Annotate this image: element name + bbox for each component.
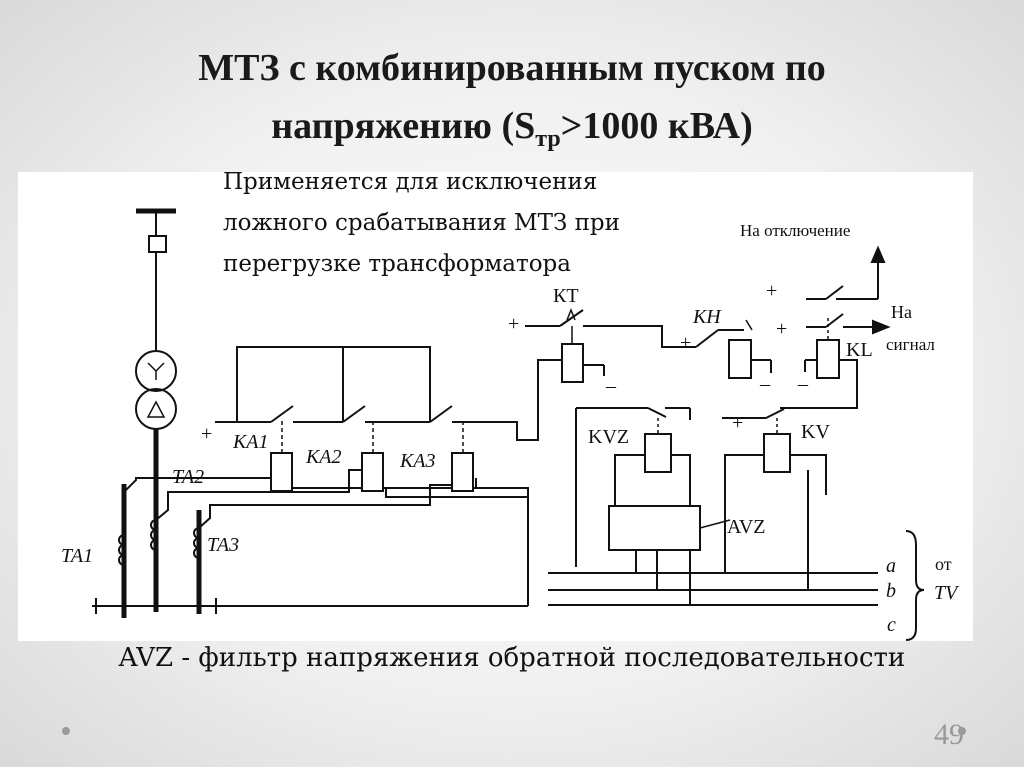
page-number: 49: [934, 718, 964, 751]
breaker-symbol: [148, 235, 167, 253]
decor-dot-left: [62, 727, 70, 735]
ka1-label: КА1: [232, 431, 269, 453]
relay-ka3: [451, 452, 474, 492]
ta2-coil: [150, 519, 157, 551]
from-tv-label-2: TV: [934, 582, 960, 604]
kv-label: KV: [801, 421, 830, 443]
minus-sign: –: [759, 373, 771, 395]
relay-ka2: [361, 452, 384, 492]
ka2-label: КА2: [305, 446, 342, 468]
avz-label: AVZ: [727, 516, 766, 538]
busbar: [136, 208, 176, 236]
minus-sign: –: [797, 373, 809, 395]
plus-sign: +: [776, 318, 787, 340]
trip-label: На отключение: [740, 221, 850, 240]
slide-title-line-2: напряжению (Sтр>1000 кВА): [271, 105, 753, 152]
ta1-label: ТА1: [61, 545, 93, 567]
plus-sign: +: [680, 332, 691, 354]
note-text: Применяется для исключения ложного сраба…: [223, 169, 620, 277]
relay-kv: [763, 433, 791, 473]
circuit-diagram-panel: На отключение На сигнал КТ КН KL KVZ KV …: [18, 172, 973, 641]
plus-sign: +: [732, 412, 743, 434]
phase-b-label: b: [886, 580, 896, 602]
signal-label-1: На: [891, 302, 912, 322]
relay-ka1: [270, 452, 293, 492]
kl-label: KL: [846, 339, 873, 361]
phase-a-label: a: [886, 555, 896, 577]
relay-kl: [816, 339, 840, 379]
ka3-label: КА3: [399, 450, 436, 472]
relay-kh: [728, 339, 752, 379]
power-transformer: [135, 350, 177, 430]
filter-avz: [608, 505, 701, 551]
plus-sign: +: [508, 313, 519, 335]
from-tv-label-1: от: [935, 554, 952, 574]
plus-sign: +: [766, 280, 777, 302]
kh-label: КН: [692, 306, 722, 328]
plus-sign: +: [201, 423, 212, 445]
minus-sign: –: [605, 375, 617, 397]
ta2-label: ТА2: [172, 466, 204, 488]
slide-title-line-1: МТЗ с комбинированным пуском по: [198, 47, 826, 89]
signal-label-2: сигнал: [886, 335, 935, 354]
ta1-coil: [118, 534, 125, 566]
relay-kvz: [644, 433, 672, 473]
relay-kt: [561, 343, 584, 383]
decor-dot-right: [958, 727, 966, 735]
ta3-label: ТА3: [207, 534, 239, 556]
kt-label: КТ: [553, 285, 579, 307]
circuit-diagram: На отключение На сигнал КТ КН KL KVZ KV …: [61, 208, 960, 641]
ta3-coil: [193, 527, 200, 559]
kvz-label: KVZ: [588, 426, 629, 448]
caption-text: AVZ - фильтр напряжения обратной последо…: [118, 643, 906, 673]
phase-c-label: c: [887, 614, 896, 636]
